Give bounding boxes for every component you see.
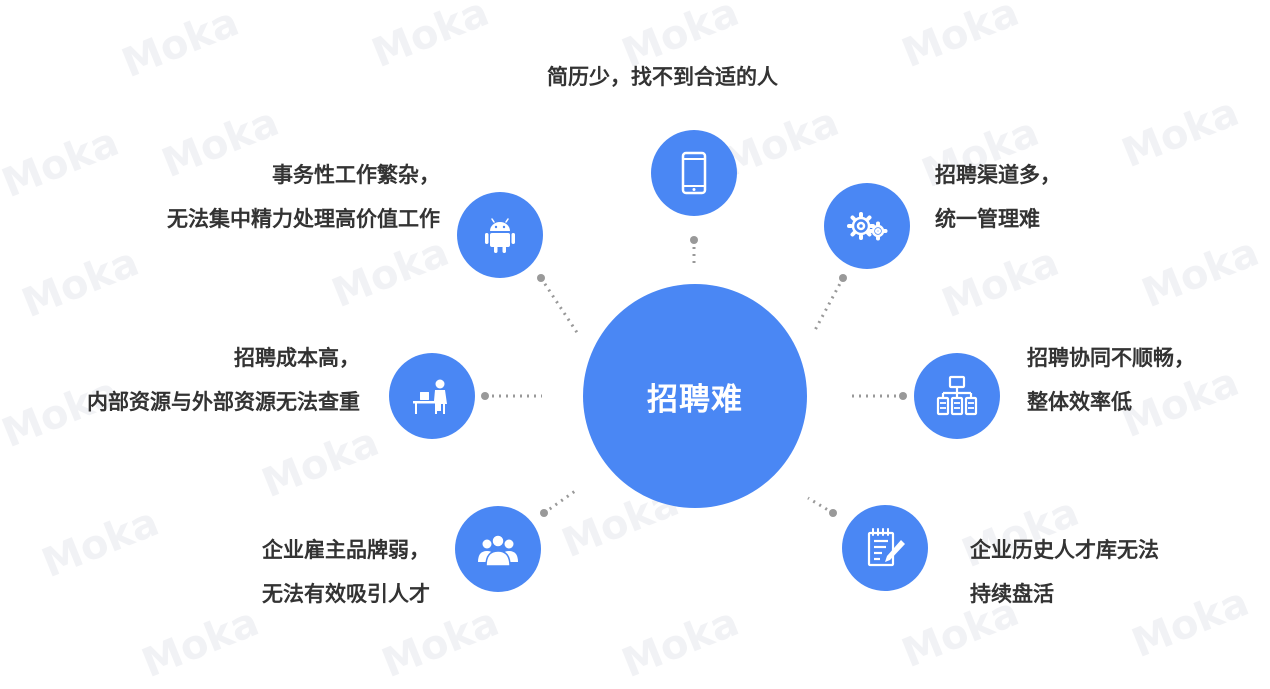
connector-dot	[839, 274, 847, 282]
pain-point-line: 招聘成本高，	[234, 346, 360, 370]
connector-dot	[481, 392, 489, 400]
watermark: Moka	[35, 499, 166, 587]
pain-point-line: 统一管理难	[935, 207, 1040, 231]
pain-point-text: 企业历史人才库无法 持续盘活	[970, 528, 1159, 616]
watermark: Moka	[935, 239, 1066, 327]
watermark: Moka	[115, 0, 246, 87]
pain-point-text: 招聘成本高， 内部资源与外部资源无法查重	[10, 336, 360, 424]
connector-dot	[537, 274, 545, 282]
watermark: Moka	[1115, 89, 1246, 177]
pain-point-line: 无法有效吸引人才	[262, 582, 430, 606]
pain-point-line: 招聘协同不顺畅，	[1027, 346, 1195, 370]
pain-point-line: 持续盘活	[970, 582, 1054, 606]
pain-point-text: 招聘渠道多， 统一管理难	[935, 153, 1061, 241]
pain-point-text: 简历少，找不到合适的人	[547, 55, 778, 99]
pain-point-text: 企业雇主品牌弱， 无法有效吸引人才	[200, 528, 430, 616]
pain-point-text: 事务性工作繁杂， 无法集中精力处理高价值工作	[80, 153, 440, 241]
network-icon	[914, 353, 1000, 439]
watermark: Moka	[255, 419, 386, 507]
pain-point-line: 招聘渠道多，	[935, 163, 1061, 187]
pain-point-line: 事务性工作繁杂，	[272, 163, 440, 187]
watermark: Moka	[1135, 229, 1266, 317]
watermark: Moka	[365, 0, 496, 77]
android-icon	[457, 192, 543, 278]
pain-point-line: 整体效率低	[1027, 390, 1132, 414]
watermark: Moka	[15, 239, 146, 327]
connector-dot	[540, 509, 548, 517]
connector-dot	[690, 236, 698, 244]
pain-point-text: 招聘协同不顺畅， 整体效率低	[1027, 336, 1195, 424]
pain-point-line: 企业历史人才库无法	[970, 538, 1159, 562]
document-edit-icon	[842, 505, 928, 591]
user-group-icon	[455, 506, 541, 592]
pain-point-line: 企业雇主品牌弱，	[262, 538, 430, 562]
watermark: Moka	[615, 599, 746, 687]
pain-point-line: 简历少，找不到合适的人	[547, 65, 778, 89]
center-label: 招聘难	[647, 381, 743, 418]
connector-dot	[829, 509, 837, 517]
desk-worker-icon	[389, 353, 475, 439]
watermark: Moka	[895, 0, 1026, 77]
gears-icon	[824, 183, 910, 269]
watermark: Moka	[325, 229, 456, 317]
pain-point-line: 无法集中精力处理高价值工作	[167, 207, 440, 231]
connector-dot	[899, 392, 907, 400]
center-node: 招聘难	[583, 284, 807, 508]
smartphone-icon	[651, 130, 737, 216]
pain-point-line: 内部资源与外部资源无法查重	[87, 390, 360, 414]
